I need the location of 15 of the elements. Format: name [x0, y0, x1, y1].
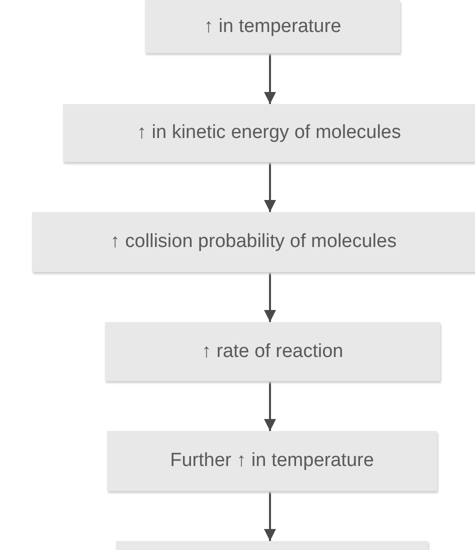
process-box [145, 0, 400, 53]
process-box [63, 104, 475, 162]
box-text: ↑ in temperature [204, 16, 342, 38]
process-box [107, 431, 437, 491]
process-box [32, 212, 475, 272]
arrow [264, 491, 276, 541]
arrow [264, 272, 276, 322]
arrow [264, 381, 276, 431]
box-text: ↑ in kinetic energy of molecules [136, 122, 401, 144]
arrow [264, 162, 276, 212]
arrow [264, 53, 276, 104]
box-text: ↑ rate of reaction [202, 340, 344, 362]
process-box [105, 322, 440, 381]
box-text: ↑ collision probability of molecules [110, 231, 397, 253]
box-text: Further ↑ in temperature [170, 450, 374, 472]
